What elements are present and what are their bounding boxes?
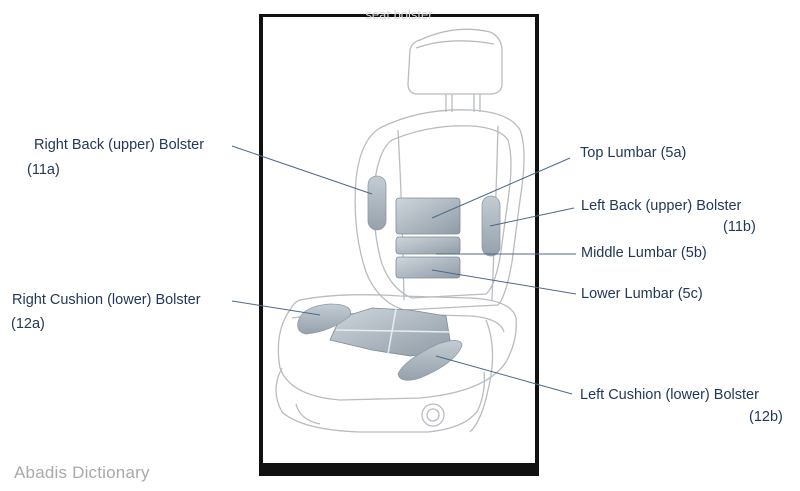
figure-title: seat bolster bbox=[365, 7, 433, 22]
label-right-cushion-bolster: Right Cushion (lower) Bolster bbox=[12, 292, 201, 308]
right-back-bolster-pad bbox=[367, 175, 387, 231]
right-cushion-bolster-pad bbox=[297, 303, 351, 335]
middle-lumbar-pad bbox=[395, 236, 461, 255]
label-right-back-bolster: Right Back (upper) Bolster bbox=[34, 137, 205, 153]
headrest bbox=[407, 28, 503, 112]
code-left-cushion-bolster: (12b) bbox=[749, 409, 783, 425]
code-left-back-bolster: (11b) bbox=[723, 219, 756, 235]
code-right-back-bolster: (11a) bbox=[27, 162, 60, 178]
leader-left-back-bolster bbox=[489, 207, 575, 227]
lower-lumbar-pad bbox=[395, 256, 461, 279]
leader-right-back-bolster bbox=[231, 145, 373, 195]
leader-right-cushion-bolster bbox=[231, 300, 321, 316]
label-top-lumbar: Top Lumbar (5a) bbox=[580, 145, 687, 161]
label-left-back-bolster: Left Back (upper) Bolster bbox=[581, 198, 742, 214]
leader-top-lumbar bbox=[431, 157, 571, 219]
watermark: Abadis Dictionary bbox=[14, 463, 150, 482]
leader-lower-lumbar bbox=[431, 269, 577, 295]
left-cushion-bolster-pad bbox=[397, 340, 463, 381]
label-middle-lumbar: Middle Lumbar (5b) bbox=[581, 245, 707, 261]
label-lower-lumbar: Lower Lumbar (5c) bbox=[581, 286, 703, 302]
label-left-cushion-bolster: Left Cushion (lower) Bolster bbox=[580, 387, 759, 403]
top-lumbar-pad bbox=[395, 197, 461, 235]
code-right-cushion-bolster: (12a) bbox=[11, 316, 45, 332]
leader-left-cushion-bolster bbox=[435, 355, 573, 395]
